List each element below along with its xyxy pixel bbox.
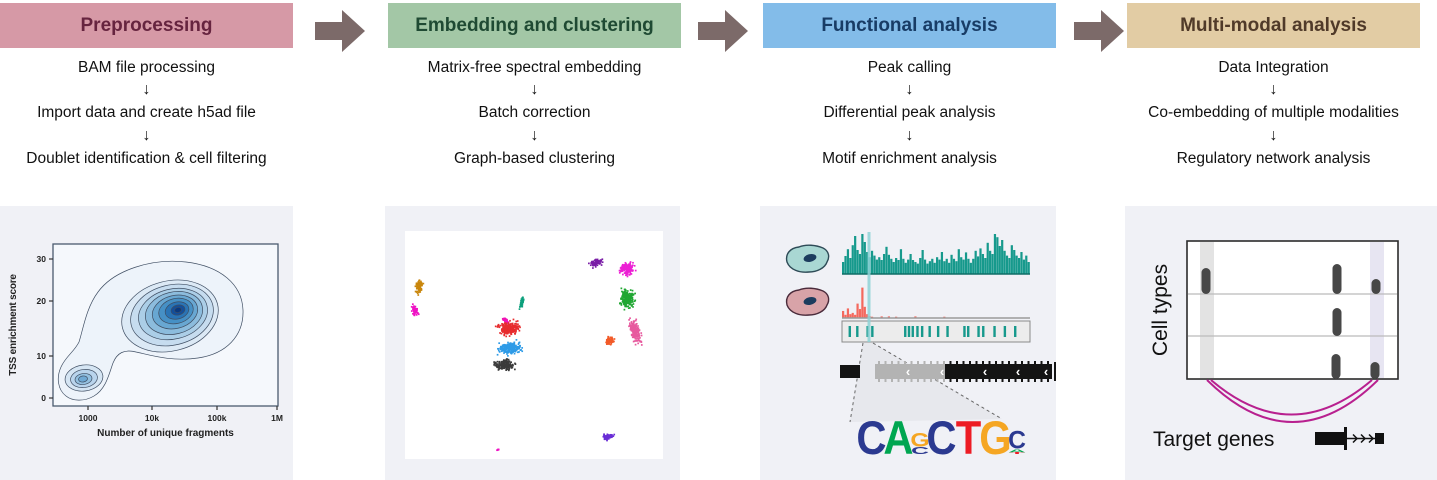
svg-text:Cell types: Cell types xyxy=(1149,264,1172,356)
step-label: Matrix-free spectral embedding xyxy=(427,59,642,76)
step-label: Differential peak analysis xyxy=(823,104,996,122)
step-label: BAM file processing xyxy=(78,59,215,76)
qc-density-figure: 0 10 20 30 1000 10k 100k 1M Number of unique fra… xyxy=(8,243,283,439)
svg-text:30: 30 xyxy=(37,254,47,264)
svg-text:‹: ‹ xyxy=(940,364,944,379)
step-label: Regulatory network analysis xyxy=(1176,149,1371,167)
svg-text:T: T xyxy=(1009,452,1024,455)
umap-figure xyxy=(405,231,663,459)
step-label: Motif enrichment analysis xyxy=(822,149,997,167)
svg-text:‹: ‹ xyxy=(906,364,910,379)
svg-text:1M: 1M xyxy=(271,413,283,423)
steps-multimodal: Data Integration ↓ Co-embedding of multi… xyxy=(1127,58,1420,168)
stage-header-functional: Functional analysis xyxy=(763,3,1056,48)
qc-density-panel: 0 10 20 30 1000 10k 100k 1M Number of unique fra… xyxy=(0,206,293,480)
steps-embedding: Matrix-free spectral embedding ↓ Batch c… xyxy=(388,58,681,168)
down-arrow-icon: ↓ xyxy=(142,126,151,144)
svg-text:C: C xyxy=(911,445,929,456)
step-label: Data Integration xyxy=(1218,59,1329,76)
down-arrow-icon: ↓ xyxy=(530,126,539,144)
svg-text:‹: ‹ xyxy=(1016,364,1020,379)
umap-panel xyxy=(385,206,680,480)
svg-text:T: T xyxy=(956,413,981,465)
svg-text:C: C xyxy=(856,413,886,465)
step-label: Doublet identification & cell filtering xyxy=(26,149,267,167)
svg-text:C: C xyxy=(926,413,956,465)
step-label: Graph-based clustering xyxy=(453,149,616,167)
right-arrow-icon xyxy=(315,10,365,52)
svg-text:G: G xyxy=(910,429,929,451)
down-arrow-icon: ↓ xyxy=(530,81,539,99)
svg-text:‹: ‹ xyxy=(983,364,987,379)
svg-text:Target genes: Target genes xyxy=(1153,428,1274,451)
right-arrow-icon xyxy=(1074,10,1124,52)
right-arrow-icon xyxy=(698,10,748,52)
down-arrow-icon: ↓ xyxy=(1269,81,1278,99)
stage-header-embedding: Embedding and clustering xyxy=(388,3,681,48)
down-arrow-icon: ↓ xyxy=(905,81,914,99)
stage-header-multimodal: Multi-modal analysis xyxy=(1127,3,1420,48)
step-label: Batch correction xyxy=(478,104,591,122)
svg-text:G: G xyxy=(979,413,1011,465)
steps-preprocessing: BAM file processing ↓ Import data and cr… xyxy=(0,58,293,168)
stage-header-preprocessing: Preprocessing xyxy=(0,3,293,48)
svg-text:Number of unique fragments: Number of unique fragments xyxy=(97,428,234,439)
svg-text:C: C xyxy=(1008,428,1026,455)
steps-functional: Peak calling ↓ Differential peak analysi… xyxy=(763,58,1056,168)
down-arrow-icon: ↓ xyxy=(905,126,914,144)
step-label: Co-embedding of multiple modalities xyxy=(1148,104,1399,122)
svg-text:10: 10 xyxy=(37,351,47,361)
step-label: Peak calling xyxy=(867,59,952,76)
svg-text:10k: 10k xyxy=(145,413,159,423)
svg-text:1000: 1000 xyxy=(79,413,98,423)
svg-text:A: A xyxy=(883,413,913,465)
down-arrow-icon: ↓ xyxy=(1269,126,1278,144)
down-arrow-icon: ↓ xyxy=(142,81,151,99)
step-label: Import data and create h5ad file xyxy=(37,104,256,122)
svg-text:A: A xyxy=(1008,448,1026,453)
svg-text:100k: 100k xyxy=(208,413,227,423)
svg-text:‹: ‹ xyxy=(1044,364,1048,379)
svg-text:TSS enrichment score: TSS enrichment score xyxy=(8,274,19,376)
svg-text:20: 20 xyxy=(37,296,47,306)
svg-text:0: 0 xyxy=(41,393,46,403)
